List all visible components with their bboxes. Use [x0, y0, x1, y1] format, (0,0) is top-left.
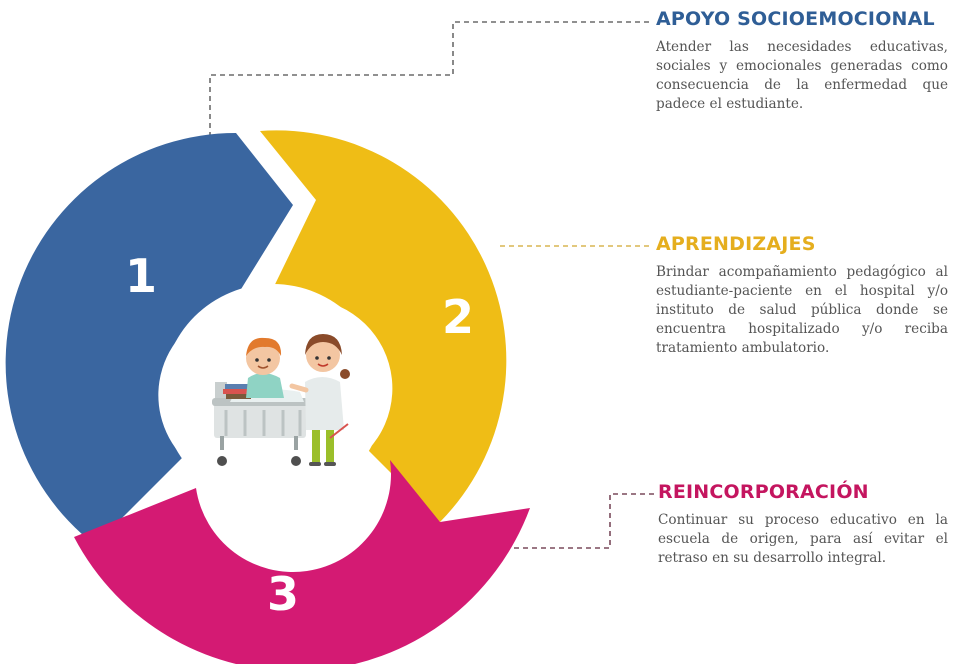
segment-3-number: 3	[267, 567, 299, 621]
section-socioemotional-text: Atender las necesidades educativas, soci…	[656, 39, 948, 112]
section-socioemotional: APOYO SOCIOEMOCIONAL Atender las necesid…	[656, 8, 948, 114]
section-socioemotional-heading: APOYO SOCIOEMOCIONAL	[656, 8, 935, 30]
section-learning-text: Brindar acompañamiento pedagógico al est…	[656, 264, 948, 356]
student-teacher-illustration	[212, 334, 350, 466]
section-reincorporation-heading: REINCORPORACIÓN	[658, 481, 869, 503]
segment-1	[5, 132, 294, 545]
section-learning: APRENDIZAJES Brindar acompañamiento peda…	[656, 233, 948, 358]
segment-2	[260, 130, 507, 522]
section-reincorporation: REINCORPORACIÓN Continuar su proceso edu…	[658, 481, 948, 568]
segment-1-number: 1	[125, 249, 157, 303]
connector-line-1	[209, 21, 652, 137]
connector-line-3	[505, 493, 654, 549]
section-learning-heading: APRENDIZAJES	[656, 233, 816, 255]
segment-2-number: 2	[442, 290, 474, 344]
segment-3	[74, 460, 530, 664]
section-reincorporation-text: Continuar su proceso educativo en la esc…	[658, 512, 948, 566]
